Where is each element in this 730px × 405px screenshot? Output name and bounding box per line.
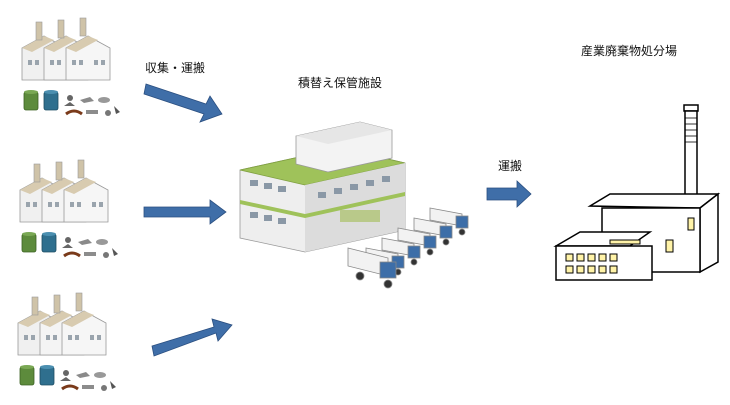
arrow-transport	[486, 180, 532, 208]
arrow-top	[143, 83, 223, 123]
truck-fleet	[347, 207, 469, 289]
transport-label: 運搬	[498, 159, 523, 173]
disposal-plant	[553, 104, 721, 281]
arrow-bottom	[151, 318, 233, 357]
transfer-facility-label: 積替え保管施設	[298, 76, 383, 90]
collect-label: 収集・運搬	[145, 61, 206, 75]
factory-middle	[18, 158, 120, 260]
transfer-facility-building	[239, 121, 406, 253]
disposal-site-label: 産業廃棄物処分場	[581, 44, 678, 58]
factory-top	[20, 16, 122, 118]
factory-bottom	[16, 291, 118, 393]
arrow-middle	[143, 199, 227, 225]
